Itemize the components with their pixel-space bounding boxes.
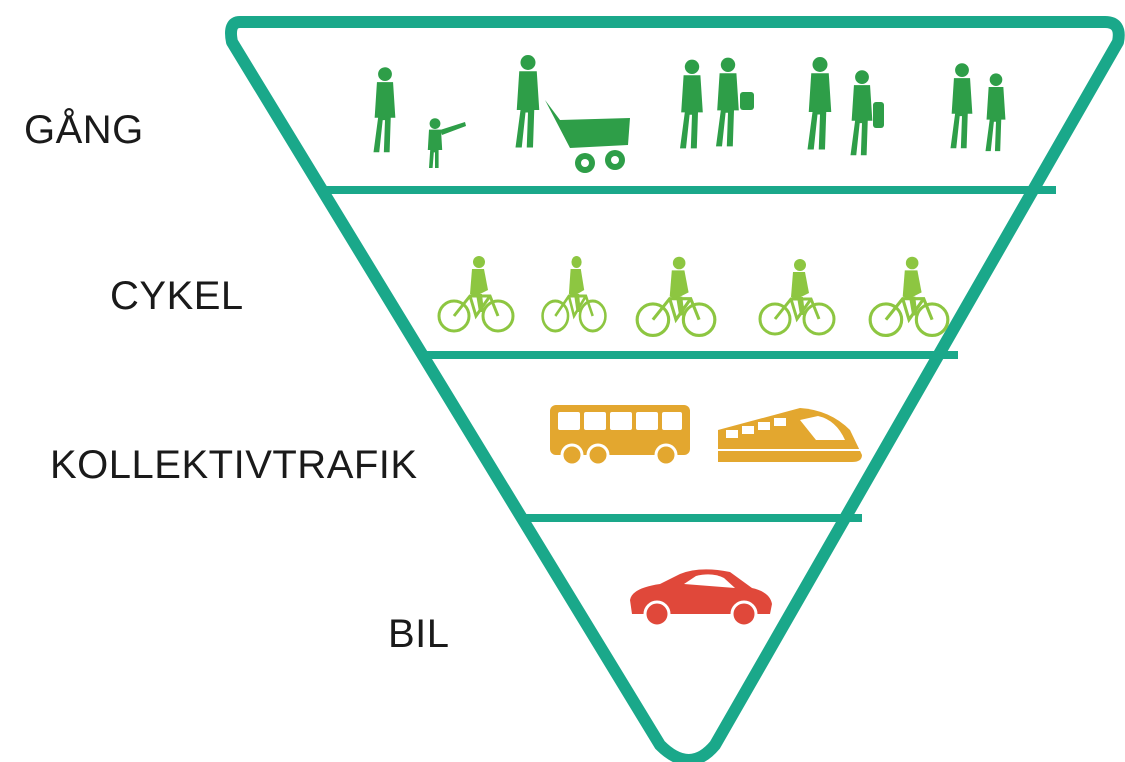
tier-label-transit: KOLLEKTIVTRAFIK: [50, 443, 418, 487]
cyclist-icon: [868, 255, 950, 338]
cycling-icons: [437, 254, 950, 338]
tier-label-car: BIL: [388, 612, 450, 656]
cyclist-icon: [635, 255, 717, 338]
couple-walking-icon: [680, 57, 754, 149]
tier-label-bike: CYKEL: [110, 274, 244, 318]
transit-icons: [550, 405, 862, 467]
walking-icons: [373, 55, 1006, 173]
pyramid-outline: [225, 16, 1125, 762]
elderly-pair-icon: [807, 57, 884, 156]
cyclist-icon: [758, 257, 836, 336]
person-with-stroller-icon: [515, 55, 630, 173]
cyclist-icon: [437, 254, 515, 333]
tier-label-walk: GÅNG: [24, 108, 144, 152]
cyclist-icon: [541, 254, 607, 333]
bus-icon: [550, 405, 690, 467]
two-people-walking-icon: [950, 63, 1006, 152]
train-icon: [718, 408, 862, 462]
car-icon: [630, 569, 772, 628]
adult-with-child-icon: [373, 67, 466, 168]
